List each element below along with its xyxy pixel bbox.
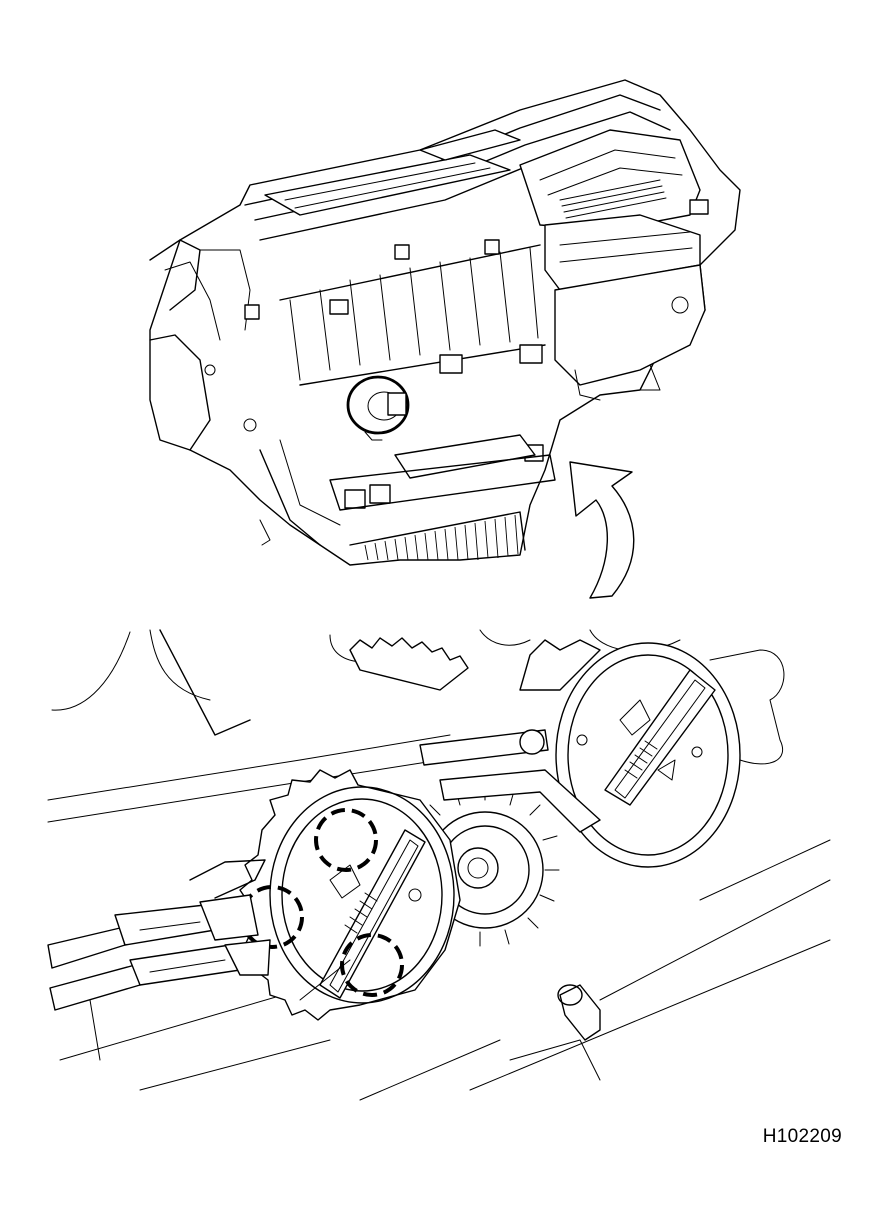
right-sector-plate [555, 642, 741, 868]
figure-code: H102209 [762, 1126, 842, 1147]
damper-gear-detail [47, 629, 831, 1101]
hvac-unit-assembly [149, 79, 741, 566]
pliers-tool [47, 859, 271, 1011]
rotate-arrow-icon [569, 461, 635, 599]
knob [557, 984, 601, 1041]
hatched-underside [364, 514, 519, 561]
servo-motor [346, 375, 410, 441]
